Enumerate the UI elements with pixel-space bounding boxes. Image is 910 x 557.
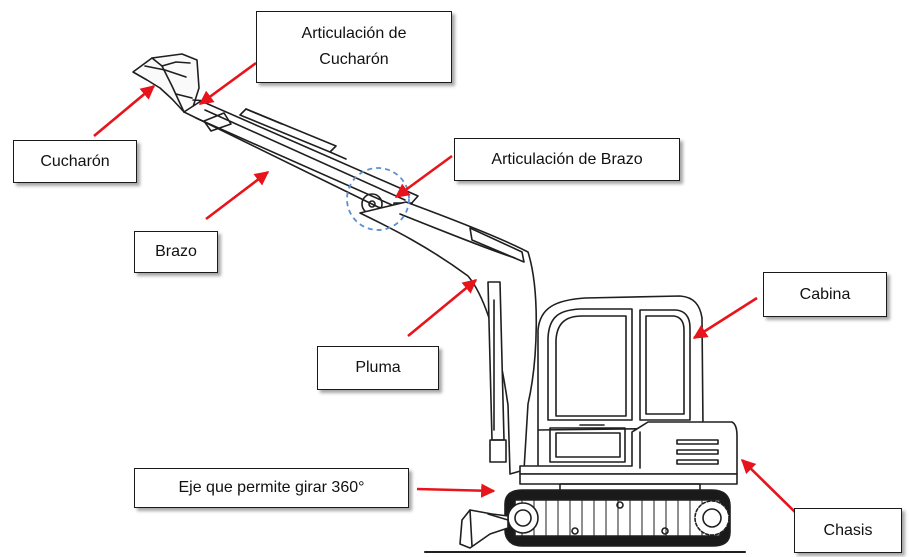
arrow-articulacion-cucharon: [198, 61, 257, 106]
dozer-blade-drawing: [459, 509, 509, 549]
excavator-illustration: [132, 53, 746, 553]
arm-drawing: [183, 99, 419, 215]
label-articulacion-brazo: Articulación de Brazo: [454, 138, 680, 181]
engine-housing-drawing: [519, 421, 738, 497]
label-brazo: Brazo: [134, 231, 218, 273]
arrow-brazo: [205, 170, 270, 221]
pointer-arrows: [93, 61, 797, 514]
arrow-cabina: [692, 296, 758, 340]
label-eje: Eje que permite girar 360°: [134, 468, 409, 508]
arm-joint-highlight-circle: [346, 167, 410, 231]
label-chasis: Chasis: [794, 508, 902, 553]
track-drawing: [424, 489, 746, 553]
bucket-drawing: [132, 53, 200, 113]
label-pluma: Pluma: [317, 346, 439, 390]
arrow-cucharon: [93, 85, 156, 137]
label-cucharon: Cucharón: [13, 140, 137, 183]
arrow-articulacion-brazo: [394, 154, 453, 199]
boom-drawing: [359, 201, 538, 475]
arrow-pluma: [407, 278, 478, 338]
label-articulacion-cucharon: Articulación de Cucharón: [256, 11, 452, 83]
arrow-chasis: [740, 458, 797, 514]
label-cabina: Cabina: [763, 272, 887, 317]
arrow-eje: [416, 483, 496, 498]
